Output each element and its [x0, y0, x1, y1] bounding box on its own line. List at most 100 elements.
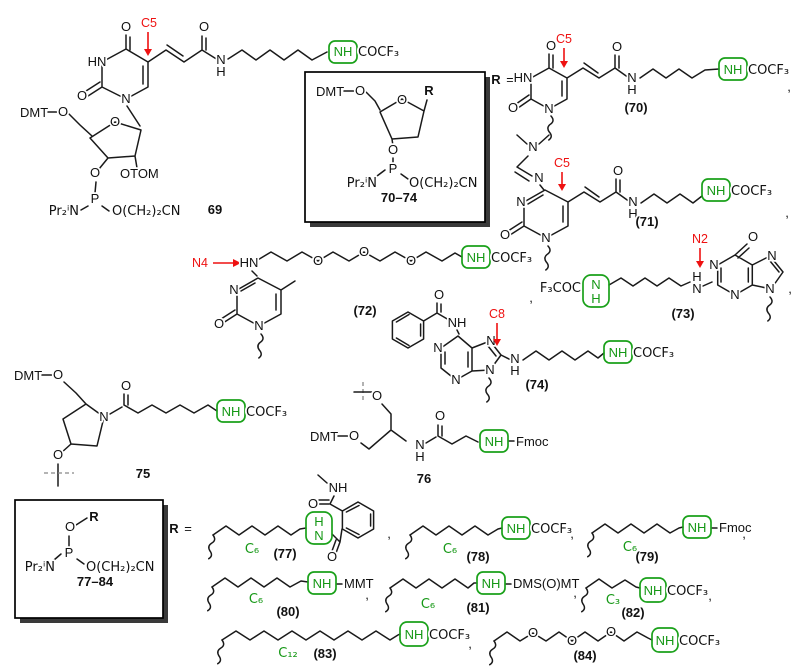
compound-number-71: (71) — [635, 214, 658, 229]
f3coc-label: F₃COC — [540, 281, 581, 296]
n-label: N — [591, 277, 600, 292]
compound-number-77: (77) — [273, 546, 296, 561]
atom-HN: HN — [88, 54, 107, 69]
compound-number-78: (78) — [466, 549, 489, 564]
nh-protect-box — [328, 40, 358, 64]
structure-83: C₁₂ NH COCF₃ (83) , — [216, 621, 474, 665]
nh-protect-box — [461, 245, 491, 269]
nh-protect-box — [307, 571, 337, 595]
fmoc-label: Fmoc — [516, 434, 549, 449]
otom-label: OTOM — [120, 166, 159, 181]
atom-O: O — [58, 104, 68, 119]
box-frame — [304, 71, 486, 223]
nh-protect-box — [718, 57, 748, 81]
site-label-c5: C5 — [554, 156, 570, 170]
cocf3-label: COCF₃ — [246, 405, 287, 420]
cocf3-label: COCF₃ — [429, 628, 470, 643]
nh-label: NH — [688, 520, 707, 535]
squiggle-bond — [485, 377, 492, 403]
cocf3-label: COCF₃ — [633, 346, 674, 361]
chain-length-label: C₁₂ — [278, 646, 298, 661]
squiggle-bond — [488, 640, 497, 666]
c5-arrowhead — [144, 49, 152, 56]
nh-label: NH — [485, 434, 504, 449]
atom-N: N — [730, 287, 739, 302]
compound-number-83: (83) — [313, 646, 336, 661]
structure-71: N N C5 N O N O N H NH COCF₃ (71) , — [498, 134, 791, 271]
separator-comma: , — [570, 526, 574, 541]
separator-comma: , — [788, 281, 792, 296]
bonds — [585, 578, 641, 589]
c5-arrowhead — [560, 61, 568, 68]
compound-range-77-84: 77–84 — [77, 574, 114, 589]
cocf3-label: COCF₃ — [731, 184, 772, 199]
nh-label: NH — [656, 633, 675, 648]
atom-HN: HN — [240, 255, 259, 270]
atom-O: O — [567, 633, 577, 648]
structure-82: C₃ NH COCF₃ (82) , — [580, 577, 714, 622]
pr2in-label: Pr₂ⁱN — [49, 204, 79, 219]
nh-label: NH — [609, 345, 628, 360]
bonds — [41, 374, 218, 487]
atom-N: N — [767, 248, 776, 263]
bonds — [343, 90, 428, 180]
site-label-c5: C5 — [556, 32, 572, 46]
atom-O: O — [214, 316, 224, 331]
nh-label: NH — [707, 183, 726, 198]
atom-O: O — [313, 253, 323, 268]
compound-number-79: (79) — [635, 549, 658, 564]
bonds — [515, 53, 720, 110]
c8-arrowhead — [493, 339, 501, 346]
r-definition-top: R = — [490, 70, 516, 89]
atom-N: N — [99, 409, 108, 424]
nh-protect-box — [639, 577, 667, 603]
squiggle-bond — [206, 586, 215, 612]
atom-N: N — [229, 282, 238, 297]
och2cn-label: O(CH₂)₂CN — [409, 176, 477, 191]
dmt-label: DMT — [14, 368, 42, 383]
atom-N: N — [709, 257, 718, 272]
dmt-label: DMT — [310, 429, 338, 444]
atom-H: H — [628, 206, 637, 221]
mmt-label: MMT — [344, 576, 374, 591]
atom-N: N — [516, 194, 525, 209]
compound-number-72: (72) — [353, 303, 376, 318]
bonds — [221, 630, 401, 641]
pr2in-label: Pr₂ⁱN — [347, 176, 377, 191]
nh-label: NH — [644, 583, 663, 598]
site-label-c8: C8 — [489, 307, 505, 321]
bonds — [47, 34, 328, 212]
atom-O: O — [508, 100, 518, 115]
squiggle-bond — [580, 587, 589, 613]
atom-N: N — [433, 340, 442, 355]
r-group-atom: R — [424, 83, 434, 98]
compound-number-70: (70) — [624, 100, 647, 115]
r-group-atom: R — [89, 509, 99, 524]
compound-number-69: 69 — [208, 202, 222, 217]
atom-O: O — [77, 88, 87, 103]
nh-protect-box — [479, 429, 509, 453]
atom-O: O — [500, 227, 510, 242]
nh-protect-box — [582, 274, 610, 308]
atom-O: O — [546, 38, 556, 53]
separator-comma: , — [573, 585, 577, 600]
atom-NH: NH — [329, 480, 348, 495]
nh-label: NH — [482, 576, 501, 591]
atom-O: O — [406, 253, 416, 268]
chain-length-label: C₆ — [623, 540, 637, 555]
atom-P: P — [91, 191, 100, 206]
atom-N: N — [254, 318, 263, 333]
compound-number-76: 76 — [417, 471, 431, 486]
compound-range-70-74: 70–74 — [381, 190, 418, 205]
atom-O: O — [121, 378, 131, 393]
phosphoramidite-box-77-84: O R P Pr₂ⁱN O(CH₂)₂CN 77–84 — [14, 499, 168, 623]
n4-arrowhead — [233, 259, 241, 267]
atom-H: H — [627, 82, 636, 97]
atom-O: O — [121, 19, 131, 34]
atom-O: O — [65, 519, 75, 534]
structure-81: C₆ NH DMS(O)MT (81) , — [384, 571, 581, 617]
compound-number-75: 75 — [136, 466, 150, 481]
nh-protect-box — [501, 516, 531, 540]
